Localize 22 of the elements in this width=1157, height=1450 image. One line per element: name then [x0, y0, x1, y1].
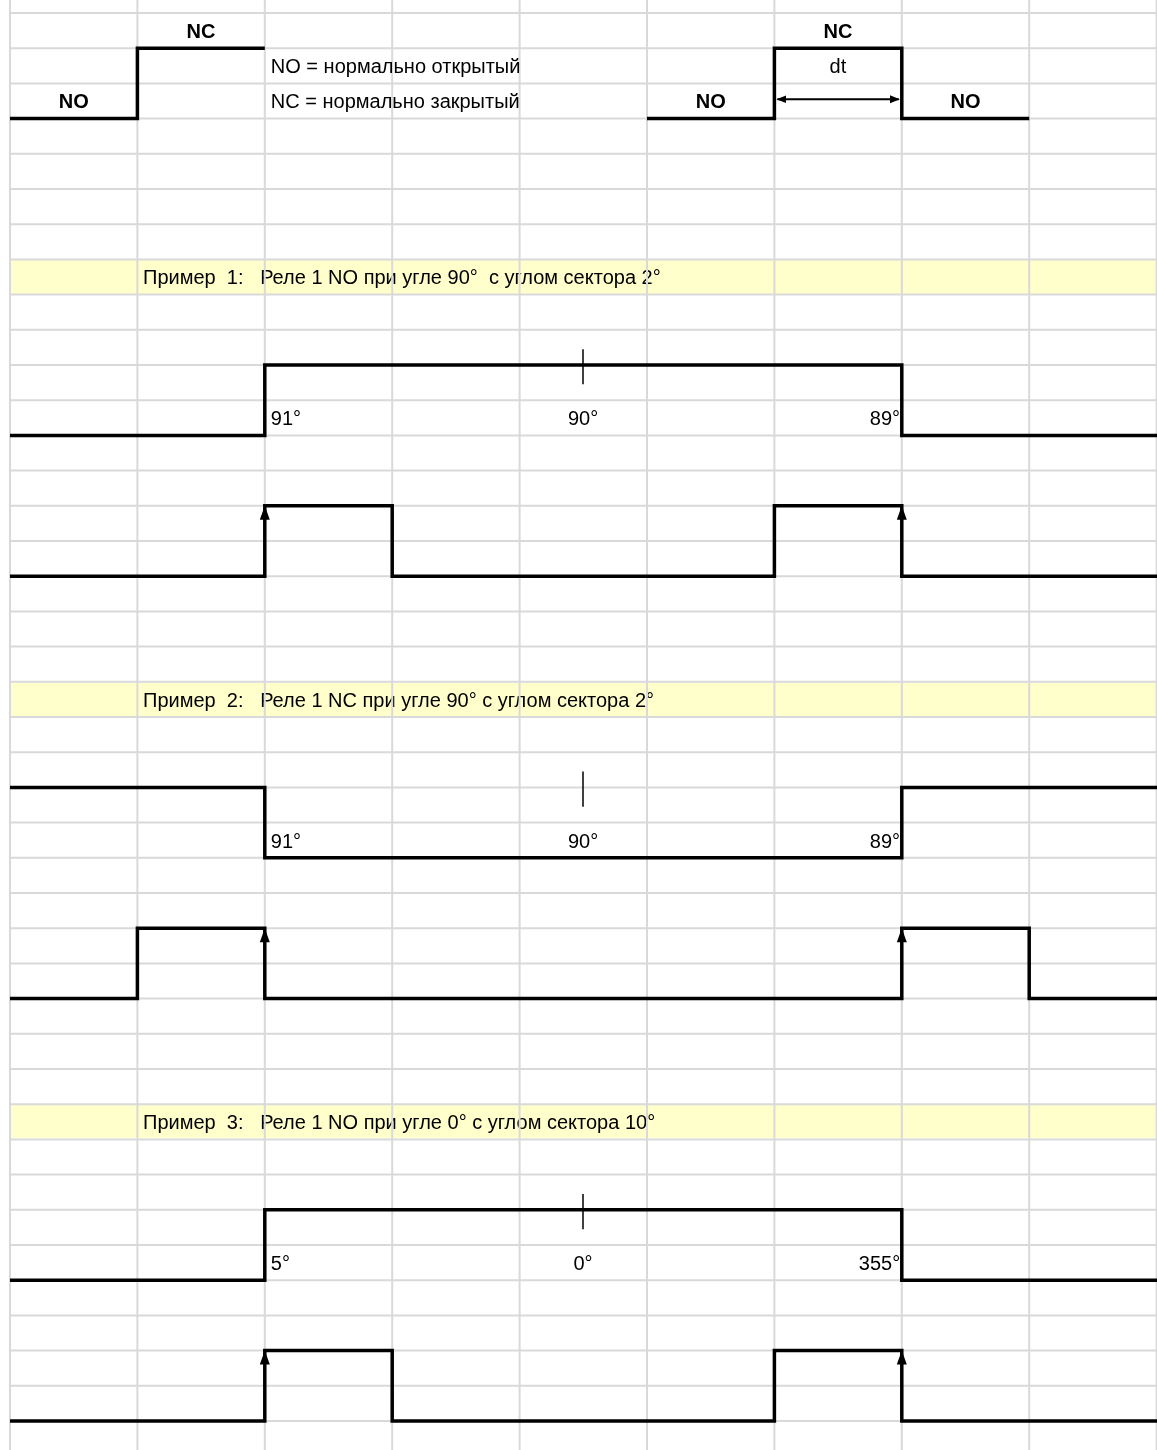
- angle-label: 5°: [270, 1252, 290, 1274]
- dimension-label: dt: [829, 55, 847, 78]
- angle-label: 91°: [270, 829, 302, 852]
- angle-label: 90°: [568, 407, 599, 430]
- state-label: NC: [823, 20, 853, 42]
- state-label: NO: [58, 90, 89, 113]
- state-label: NO: [695, 90, 726, 113]
- example-heading: Пример 3: Реле 1 NO при угле 0° с углом сектора 10°: [143, 1111, 656, 1134]
- angle-label: 89°: [869, 407, 901, 430]
- legend-note: NC = нормально закрытый: [270, 90, 520, 113]
- angle-label: 91°: [270, 407, 302, 430]
- angle-label: 0°: [573, 1252, 593, 1274]
- state-label: NO: [950, 90, 981, 113]
- state-label: NC: [186, 20, 216, 42]
- angle-label: 89°: [869, 829, 901, 852]
- legend-note: NO = нормально открытый: [270, 55, 521, 78]
- section-banner: [10, 260, 1157, 294]
- example-heading: Пример 2: Реле 1 NC при угле 90° с углом сектора 2°: [143, 688, 655, 711]
- angle-label: 90°: [568, 829, 599, 852]
- angle-label: 355°: [858, 1252, 901, 1274]
- section-banner: [10, 682, 1157, 716]
- section-banner: [10, 1105, 1157, 1139]
